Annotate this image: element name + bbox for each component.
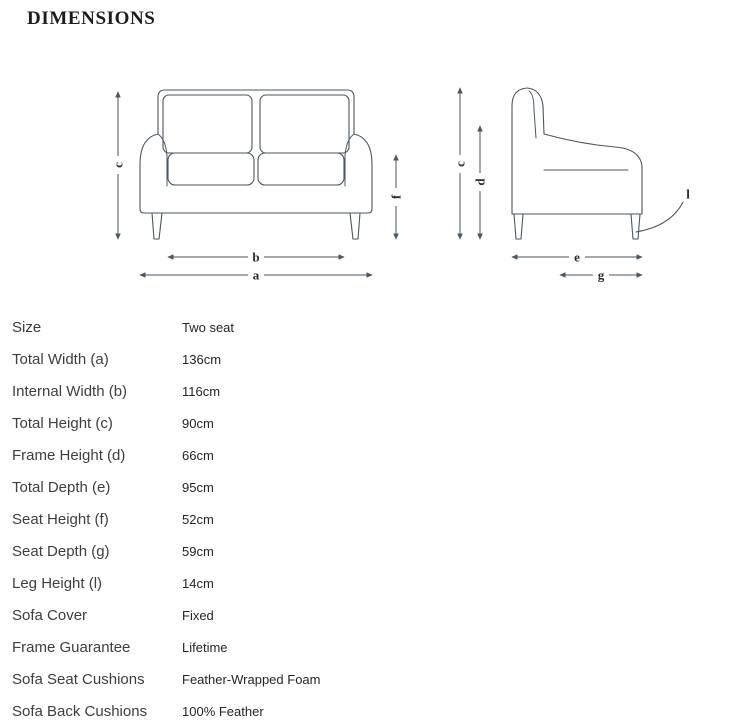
spec-row-total-depth: Total Depth (e) 95cm [12,471,719,503]
seat-cushion-right [257,152,345,186]
label-l: l [686,187,690,202]
spec-value: 52cm [182,511,214,527]
spec-label: Seat Height (f) [12,510,109,528]
label-f: f [389,194,404,199]
page-title: DIMENSIONS [27,8,156,29]
spec-label: Size [12,318,42,336]
spec-value: 90cm [182,415,214,431]
spec-label: Seat Depth (g) [12,542,110,560]
spec-row-sofa-cover: Sofa Cover Fixed [12,599,719,631]
back-cushion-right [259,94,350,154]
dim-arrow-total-height-front: c [109,91,127,240]
arm-inner-right [344,133,355,187]
spec-row-leg-height: Leg Height (l) 14cm [12,567,719,599]
dim-arrow-total-depth: e [511,249,643,265]
spec-value: Fixed [182,607,214,623]
spec-value: 100% Feather [182,703,264,719]
spec-row-frame-height: Frame Height (d) 66cm [12,439,719,471]
dim-arrow-seat-depth: g [559,267,643,283]
seat-cushion-left [167,152,255,186]
sofa-front-outline [139,89,373,240]
spec-label: Sofa Cover [12,606,88,624]
dim-arrow-frame-height: d [471,125,489,240]
dim-leader-leg-height: l [635,187,690,233]
spec-label: Sofa Back Cushions [12,702,148,720]
spec-row-total-width: Total Width (a) 136cm [12,343,719,375]
spec-value: 136cm [182,351,222,367]
dim-arrow-total-width: a [139,267,373,283]
label-e: e [574,250,580,265]
label-c-front: c [111,162,126,168]
spec-value: Feather-Wrapped Foam [182,671,321,687]
back-cushion-left [162,94,253,154]
sofa-front-view-diagram: c f b a [109,89,405,283]
dim-arrow-seat-height: f [387,154,405,240]
spec-value: 59cm [182,543,214,559]
front-leg-left [151,212,163,240]
spec-label: Leg Height (l) [12,574,103,592]
spec-value: 14cm [182,575,214,591]
spec-row-internal-width: Internal Width (b) 116cm [12,375,719,407]
front-leg-right [349,212,361,240]
spec-value: Two seat [182,319,235,335]
spec-table: Size Two seat Total Width (a) 136cm Inte… [12,311,719,727]
label-d: d [473,178,488,186]
label-a: a [253,268,260,283]
spec-label: Total Width (a) [12,350,109,368]
spec-row-back-cushions: Sofa Back Cushions 100% Feather [12,695,719,727]
spec-row-size: Size Two seat [12,311,719,343]
spec-row-seat-cushions: Sofa Seat Cushions Feather-Wrapped Foam [12,663,719,695]
spec-label: Internal Width (b) [12,382,128,400]
arm-inner-left [157,133,168,187]
spec-value: 66cm [182,447,214,463]
label-c-side: c [453,161,468,167]
dimension-diagrams: c f b a [0,76,731,292]
spec-value: Lifetime [182,639,228,655]
label-b: b [252,250,259,265]
sofa-side-view-diagram: c d e g l [451,87,690,283]
dim-arrow-total-height-side: c [451,87,469,240]
back-cushion-side [528,90,537,139]
spec-value: 116cm [182,383,221,399]
dim-arrow-internal-width: b [167,249,345,265]
spec-label: Frame Height (d) [12,446,126,464]
spec-row-seat-height: Seat Height (f) 52cm [12,503,719,535]
label-g: g [598,268,605,283]
back-leg-side [513,213,524,240]
spec-label: Sofa Seat Cushions [12,670,145,688]
spec-row-frame-guarantee: Frame Guarantee Lifetime [12,631,719,663]
spec-label: Total Depth (e) [12,478,111,496]
spec-label: Total Height (c) [12,414,113,432]
spec-label: Frame Guarantee [12,638,131,656]
sofa-side-outline [511,87,643,240]
front-leg-side [630,213,641,240]
spec-value: 95cm [182,479,214,495]
spec-row-seat-depth: Seat Depth (g) 59cm [12,535,719,567]
spec-row-total-height: Total Height (c) 90cm [12,407,719,439]
